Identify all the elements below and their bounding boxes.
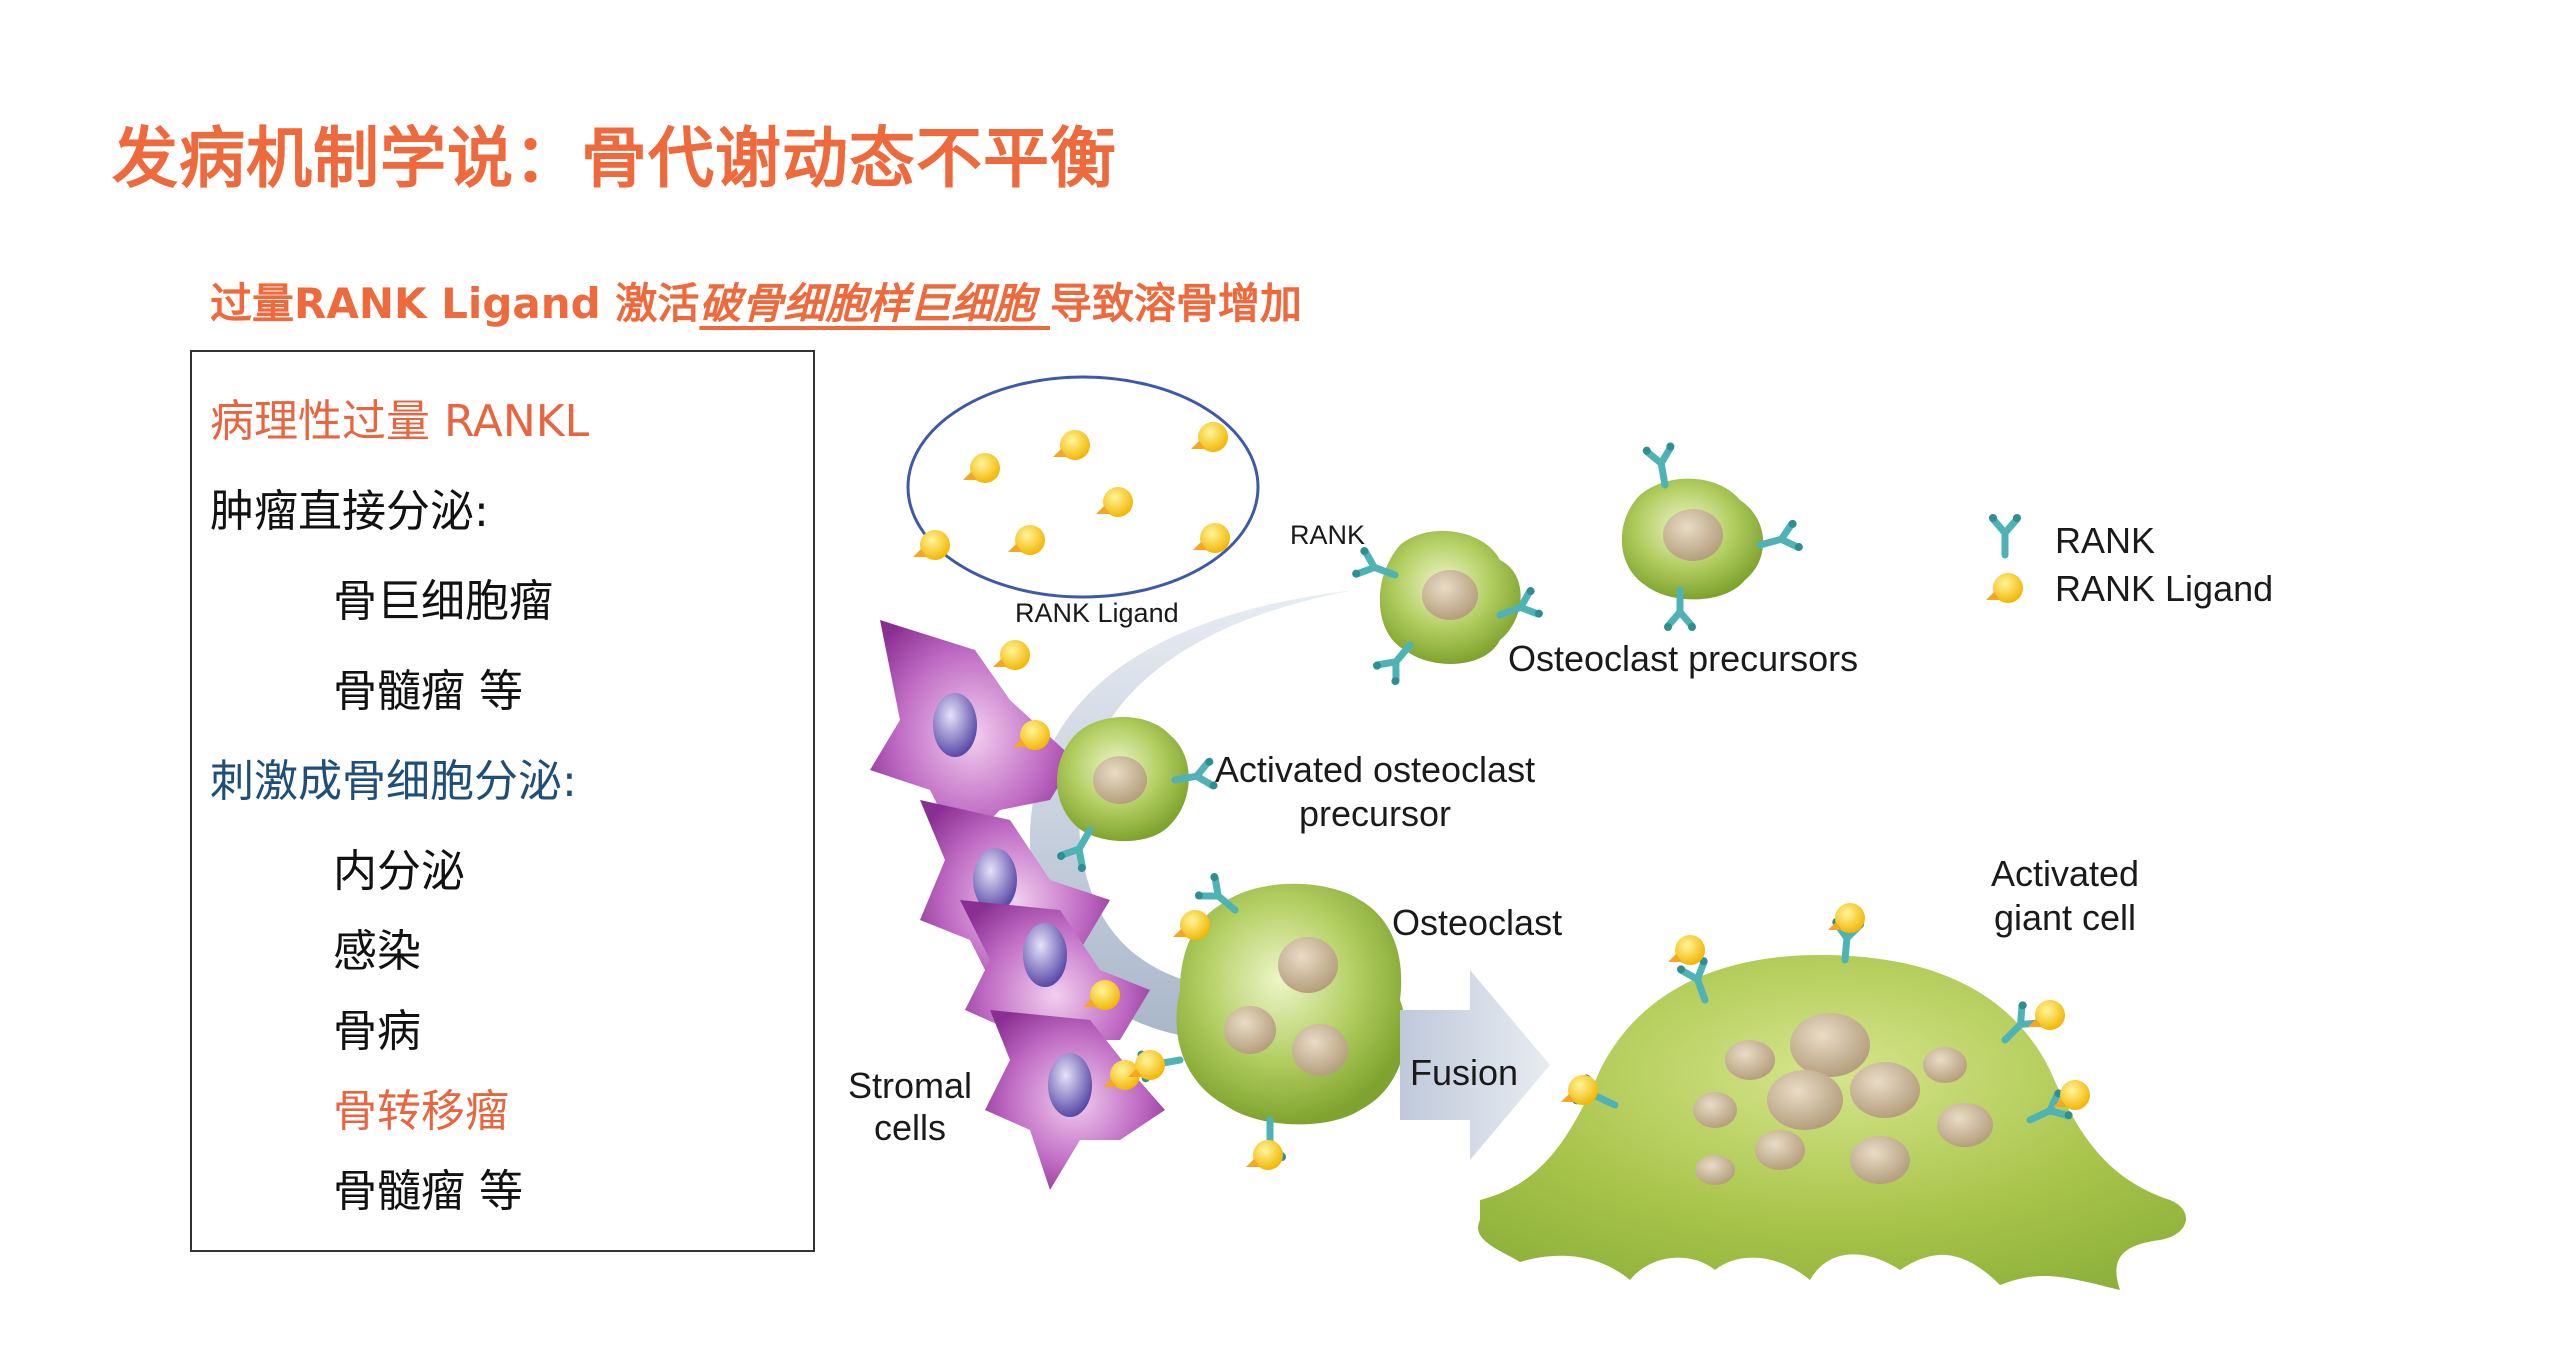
rank-ligand-icon bbox=[913, 530, 950, 560]
box-item-infection: 感染 bbox=[333, 926, 421, 977]
box-heading-pathological-rankl: 病理性过量 RANKL bbox=[210, 396, 590, 447]
stromal-nucleus bbox=[933, 693, 977, 757]
box-item-myeloma: 骨髓瘤 等 bbox=[333, 666, 523, 717]
stromal-nucleus bbox=[1048, 1053, 1092, 1117]
activated-osteoclast-precursor-cell bbox=[1056, 716, 1219, 874]
fusion-arrow bbox=[1400, 970, 1550, 1160]
rank-label: RANK bbox=[1290, 520, 1366, 550]
page-title: 发病机制学说：骨代谢动态不平衡 bbox=[112, 120, 1117, 197]
osteoclast-cell bbox=[1137, 871, 1406, 1161]
rank-ligand-icon bbox=[1173, 910, 1210, 940]
legend-rank-ligand-label: RANK Ligand bbox=[2055, 568, 2274, 609]
rank-ligand-icon bbox=[1668, 935, 1705, 965]
subtitle: 过量RANK Ligand 激活破骨细胞样巨细胞 导致溶骨增加 bbox=[210, 270, 1302, 331]
activation-arrow bbox=[1030, 590, 1355, 1040]
activated-giant-cell-label: Activated giant cell bbox=[1990, 853, 2140, 938]
box-item-bone-metastasis: 骨转移瘤 bbox=[333, 1086, 509, 1137]
subtitle-post: 导致溶骨增加 bbox=[1049, 279, 1302, 328]
activated-giant-cell bbox=[1478, 918, 2187, 1290]
box-heading-tumor-secretion: 肿瘤直接分泌: bbox=[210, 486, 489, 537]
stromal-cells-label: Stromal cells bbox=[847, 1065, 973, 1148]
stromal-nucleus bbox=[973, 848, 1017, 912]
stromal-nucleus bbox=[1023, 923, 1067, 987]
box-item-bone-disease: 骨病 bbox=[333, 1006, 421, 1057]
subtitle-pre: 过量RANK Ligand 激活 bbox=[210, 279, 700, 328]
rank-ligand-label: RANK Ligand bbox=[1015, 598, 1179, 628]
rank-ligand-icon bbox=[1828, 903, 1865, 933]
rank-ligand-icon bbox=[1246, 1140, 1283, 1170]
osteoclast-precursors-label: Osteoclast precursors bbox=[1508, 638, 1859, 679]
osteoclast-label: Osteoclast bbox=[1392, 902, 1563, 943]
box-heading-osteoblast-secretion: 刺激成骨细胞分泌: bbox=[210, 756, 577, 807]
subtitle-emphasis: 破骨细胞样巨细胞 bbox=[699, 279, 1050, 328]
osteoclast-precursor-cell bbox=[1621, 442, 1804, 631]
rankl-source-box bbox=[190, 350, 815, 1252]
rank-receptor-icon bbox=[1989, 514, 2021, 555]
activated-precursor-label: Activated osteoclast precursor bbox=[1214, 749, 1536, 834]
rank-ligand-pool bbox=[906, 375, 1260, 599]
osteoclast-precursor-cell bbox=[1351, 530, 1544, 687]
box-item-endocrine: 内分泌 bbox=[333, 846, 465, 897]
rank-ligand-icon bbox=[2028, 1000, 2065, 1030]
rank-ligand-icon bbox=[1986, 573, 2023, 603]
rank-ligand-icon bbox=[993, 640, 1030, 670]
box-item-myeloma-etc: 骨髓瘤 等 bbox=[333, 1166, 523, 1217]
rank-ligand-icon bbox=[1561, 1075, 1598, 1105]
stromal-cells bbox=[870, 620, 1165, 1190]
fusion-label: Fusion bbox=[1410, 1052, 1519, 1093]
legend-rank-label: RANK bbox=[2055, 520, 2156, 561]
box-item-giant-cell-tumor: 骨巨细胞瘤 bbox=[333, 576, 553, 627]
